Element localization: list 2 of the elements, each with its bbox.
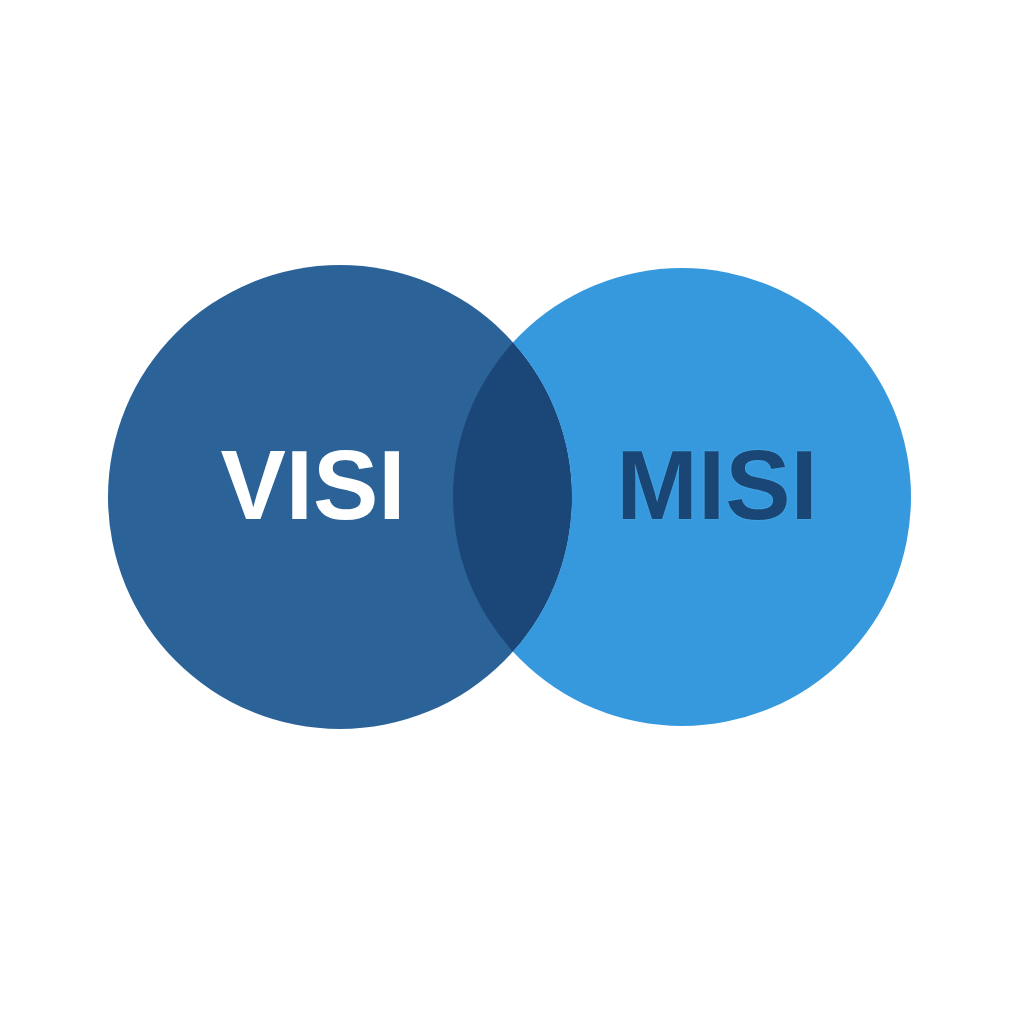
circle-label: MISI bbox=[616, 436, 818, 534]
circle-label: VISI bbox=[220, 436, 406, 534]
